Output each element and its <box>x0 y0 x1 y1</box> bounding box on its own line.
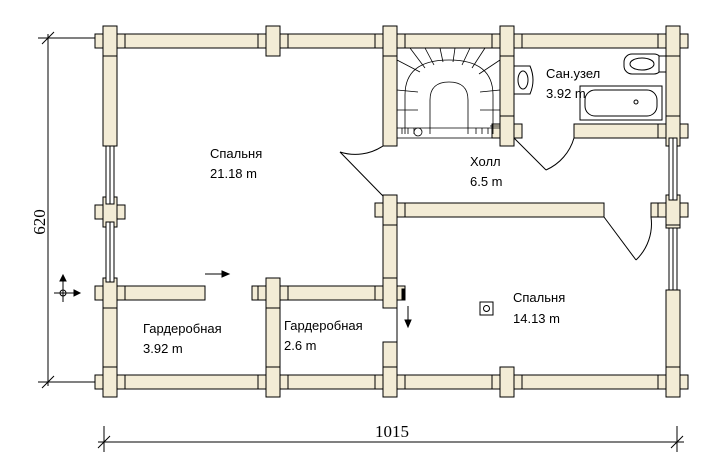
width-dimension <box>97 426 684 452</box>
room-name: Спальня <box>513 290 565 305</box>
room-name: Сан.узел <box>546 66 600 81</box>
doors <box>180 137 652 342</box>
height-dimension <box>38 31 100 389</box>
room-name: Спальня <box>210 146 262 161</box>
section-marker-icon <box>54 273 82 302</box>
room-area: 6.5 m <box>470 174 503 189</box>
column-icon <box>479 301 494 316</box>
room-area: 2.6 m <box>284 338 317 353</box>
room-name: Гардеробная <box>284 318 363 333</box>
room-area: 3.92 m <box>143 341 183 356</box>
room-name: Гардеробная <box>143 321 222 336</box>
room-area: 3.92 m <box>546 86 586 101</box>
log-joints <box>94 25 689 398</box>
room-area: 21.18 m <box>210 166 257 181</box>
windows <box>105 137 678 291</box>
room-name: Холл <box>470 154 501 169</box>
bathtub-icon <box>579 85 663 121</box>
width-dimension-label: 1015 <box>375 422 409 441</box>
bathroom-fixtures <box>513 53 667 121</box>
height-dimension-label: 620 <box>30 209 49 235</box>
toilet-icon <box>623 53 667 75</box>
direction-arrows <box>205 270 412 329</box>
room-area: 14.13 m <box>513 311 560 326</box>
staircase <box>396 47 501 139</box>
